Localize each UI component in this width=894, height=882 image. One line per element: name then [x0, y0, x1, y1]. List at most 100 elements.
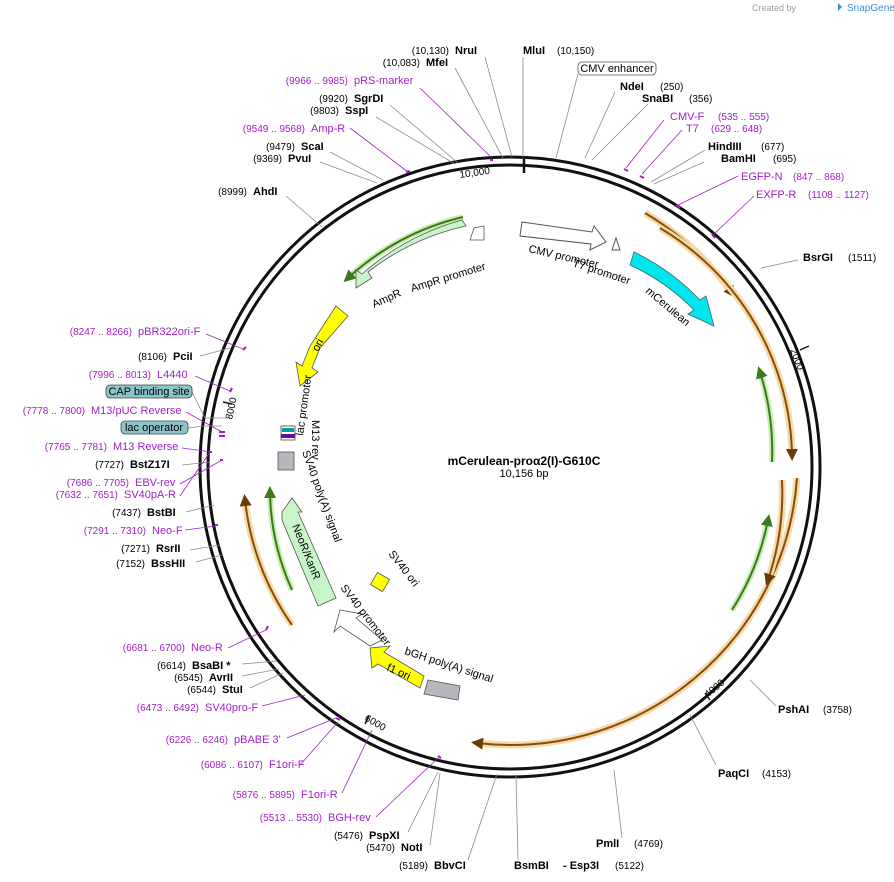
bsabi-label: BsaBI * — [192, 660, 231, 672]
f1ori-r-pos: (5876 .. 5895) — [233, 790, 295, 801]
bstz17i-pos: (7727) — [95, 460, 124, 471]
egfp-n-pos: (847 .. 868) — [793, 172, 844, 183]
mlui-label: MluI — [523, 45, 545, 57]
pshai-label: PshAI — [778, 704, 809, 716]
f1-ori-arrow — [369, 645, 425, 689]
bstz17i-label: BstZ17I — [130, 459, 170, 471]
primer-marks — [209, 159, 716, 759]
green-orf-right-down-core — [731, 514, 773, 611]
sgrdi-pos: (9920) — [319, 94, 348, 105]
green-orf-left-core — [264, 486, 293, 591]
pshai-pos: (3758) — [823, 705, 852, 716]
sv40-polya-box — [277, 451, 295, 471]
cap-binding-site-tag: CAP binding site — [105, 384, 193, 399]
f1ori-f-pos: (6086 .. 6107) — [201, 760, 263, 771]
cap-binding-site-label: CAP binding site — [108, 386, 189, 398]
avrii-label: AvrII — [209, 672, 233, 684]
ampr-label: AmpR — [370, 287, 403, 310]
ampr-promoter-label: AmpR promoter — [409, 261, 487, 295]
f1ori-r-label: F1ori-R — [301, 789, 338, 801]
ori-label: ori — [310, 337, 326, 353]
amp-r-pos: (9549 .. 9568) — [243, 124, 305, 135]
pcii-label: PciI — [173, 351, 193, 363]
avrii-pos: (6545) — [174, 673, 203, 684]
bgh-rev-pos: (5513 .. 5530) — [260, 813, 322, 824]
bsabi-pos: (6614) — [157, 661, 186, 672]
t7-promoter-label: T7 promoter — [571, 257, 632, 287]
orf-arc-bottom-core — [471, 477, 798, 750]
f1-ori-label: f1 ori — [385, 662, 412, 683]
bamhi-label: BamHI — [721, 153, 756, 165]
cmv-f-pos: (535 .. 555) — [718, 112, 769, 123]
neo-r-label: Neo-R — [191, 642, 223, 654]
cmv-enhancer-label: CMV enhancer — [580, 63, 654, 75]
pvui-pos: (9369) — [253, 154, 282, 165]
tick-label-2000: 2000 — [787, 347, 806, 372]
sv40pro-f-label: SV40pro-F — [205, 702, 258, 714]
nrui-label: NruI — [455, 45, 477, 57]
exfp-r-pos: (1108 .. 1127) — [808, 190, 869, 201]
orf-arc-right-2-core — [659, 227, 798, 461]
stui-pos: (6544) — [187, 685, 216, 696]
tick-2000 — [799, 345, 810, 351]
l4440-pos: (7996 .. 8013) — [89, 370, 151, 381]
neo-f-pos: (7291 .. 7310) — [84, 526, 146, 537]
paqci-pos: (4153) — [762, 769, 791, 780]
tick-4000 — [704, 692, 711, 701]
ahdi-pos: (8999) — [218, 187, 247, 198]
t7-promoter-arrow — [611, 236, 621, 251]
green-orf-top-core — [343, 216, 464, 283]
noti-pos: (5470) — [366, 843, 395, 854]
pcii-pos: (8106) — [138, 352, 167, 363]
pspxi-label: PspXI — [369, 830, 400, 842]
lac-operator-label: lac operator — [125, 422, 183, 434]
rsrii-label: RsrII — [156, 543, 180, 555]
sgrdi-label: SgrDI — [354, 93, 383, 105]
bbvci-pos: (5189) — [399, 861, 428, 872]
tick-label-6000: 6000 — [363, 713, 388, 734]
bgh-rev-label: BGH-rev — [328, 812, 371, 824]
pvui-label: PvuI — [288, 153, 311, 165]
amp-r-label: Amp-R — [311, 123, 345, 135]
ahdi-label: AhdI — [253, 186, 277, 198]
m13-rev-box — [281, 434, 295, 438]
paqci-label: PaqCI — [718, 768, 749, 780]
mlui-pos: (10,150) — [557, 46, 594, 57]
m13puc-label: M13/pUC Reverse — [91, 405, 181, 417]
m13puc-pos: (7778 .. 7800) — [23, 406, 85, 417]
snapgene-icon — [838, 3, 842, 11]
sv40-ori-box — [369, 571, 391, 593]
plasmid-name: mCerulean-proα2(I)-G610C — [448, 454, 601, 468]
tick-label-10000: 10,000 — [459, 166, 491, 181]
tick-label-8000: 8000 — [224, 396, 239, 420]
ampr-arrow — [355, 219, 467, 289]
ndei-label: NdeI — [620, 81, 644, 93]
lac-operator-box — [282, 428, 294, 432]
exfp-r-label: EXFP-R — [756, 189, 796, 201]
snapgene-logo: SnapGene — [847, 3, 894, 14]
neor-arrow — [281, 497, 337, 607]
bstbi-label: BstBI — [147, 507, 176, 519]
bsshii-label: BssHII — [151, 558, 185, 570]
sspi-pos: (9803) — [310, 106, 339, 117]
lac-operator-tag: lac operator — [120, 420, 189, 435]
mfei-pos: (10,083) — [383, 58, 420, 69]
bstbi-pos: (7437) — [112, 508, 141, 519]
pmli-label: PmlI — [596, 838, 619, 850]
bsmbi-pos: (5122) — [615, 861, 644, 872]
scai-label: ScaI — [301, 141, 324, 153]
green-orf-right-up-core — [756, 366, 774, 463]
orf-arc-right-3-core — [764, 479, 784, 586]
cmv-enhancer-tag: CMV enhancer — [577, 61, 657, 76]
orf-arc-bottom — [476, 477, 801, 749]
neo-r-pos: (6681 .. 6700) — [123, 643, 185, 654]
esp3i-label: - Esp3I — [563, 860, 599, 872]
prs-marker-pos: (9966 .. 9985) — [286, 76, 348, 87]
m13-rev-label: M13 rev — [309, 420, 321, 460]
pbabe-label: pBABE 3' — [234, 734, 281, 746]
f1ori-f-label: F1ori-F — [269, 759, 305, 771]
pmli-pos: (4769) — [634, 839, 663, 850]
mfei-label: MfeI — [426, 57, 448, 69]
neo-f-label: Neo-F — [152, 525, 183, 537]
